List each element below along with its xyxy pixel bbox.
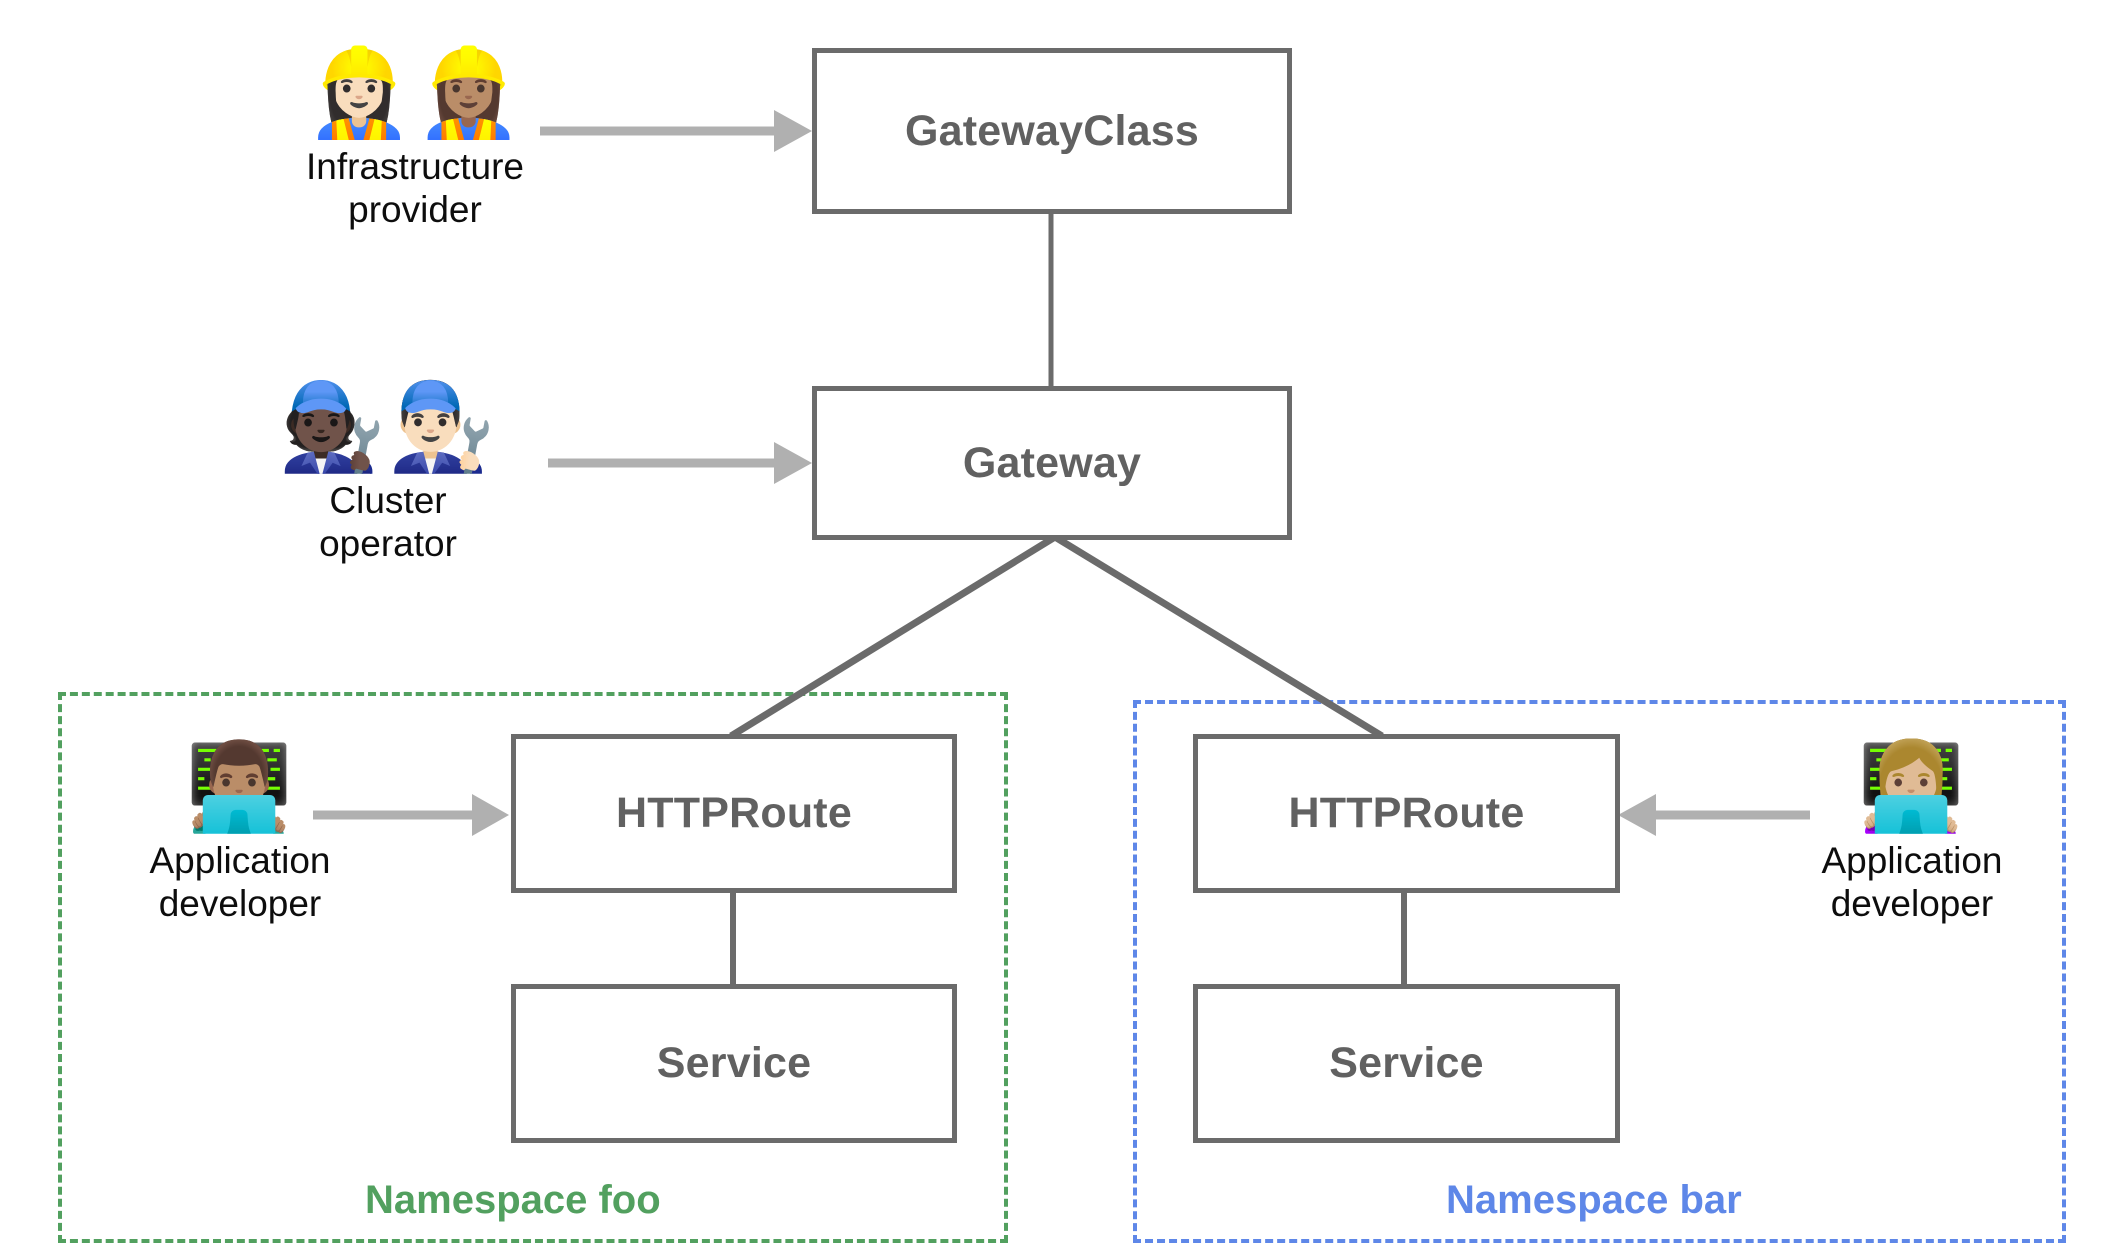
persona-app-developer-foo: 👨🏽‍💻 Application developer: [110, 742, 370, 926]
arrow-infra-to-gatewayclass: [540, 110, 812, 152]
cluster-operator-label: Cluster operator: [319, 480, 457, 565]
gateway-box[interactable]: Gateway: [812, 386, 1292, 540]
service-bar-box[interactable]: Service: [1193, 984, 1620, 1143]
persona-cluster-operator: 🧑🏿‍🔧👨🏻‍🔧 Cluster operator: [228, 382, 548, 566]
service-foo-box[interactable]: Service: [511, 984, 957, 1143]
namespace-foo-container: [58, 692, 1008, 1243]
technologist-emoji: 👨🏽‍💻: [185, 739, 295, 835]
gateway-label: Gateway: [962, 438, 1142, 487]
httproute-bar-label: HTTPRoute: [1288, 789, 1525, 837]
gatewayclass-label: GatewayClass: [904, 106, 1199, 155]
construction-worker-emoji: 👷🏻‍♀️👷🏽‍♀️: [305, 45, 525, 141]
persona-infrastructure-provider: 👷🏻‍♀️👷🏽‍♀️ Infrastructure provider: [255, 48, 575, 232]
httproute-bar-box[interactable]: HTTPRoute: [1193, 734, 1620, 893]
namespace-bar-label: Namespace bar: [1446, 1178, 1742, 1222]
service-bar-label: Service: [1329, 1039, 1484, 1087]
gatewayclass-box[interactable]: GatewayClass: [812, 48, 1292, 214]
infrastructure-provider-label: Infrastructure provider: [306, 146, 524, 231]
namespace-foo-label: Namespace foo: [365, 1178, 661, 1222]
persona-app-developer-bar: 👩🏼‍💻 Application developer: [1782, 742, 2042, 926]
arrow-operator-to-gateway: [548, 442, 812, 484]
woman-technologist-emoji: 👩🏼‍💻: [1857, 739, 1967, 835]
httproute-foo-box[interactable]: HTTPRoute: [511, 734, 957, 893]
httproute-foo-label: HTTPRoute: [616, 789, 852, 837]
app-developer-bar-label: Application developer: [1821, 840, 2003, 925]
namespace-bar-container: [1133, 700, 2066, 1243]
app-developer-foo-label: Application developer: [149, 840, 331, 925]
mechanic-emoji: 🧑🏿‍🔧👨🏻‍🔧: [278, 379, 498, 475]
service-foo-label: Service: [656, 1039, 812, 1087]
